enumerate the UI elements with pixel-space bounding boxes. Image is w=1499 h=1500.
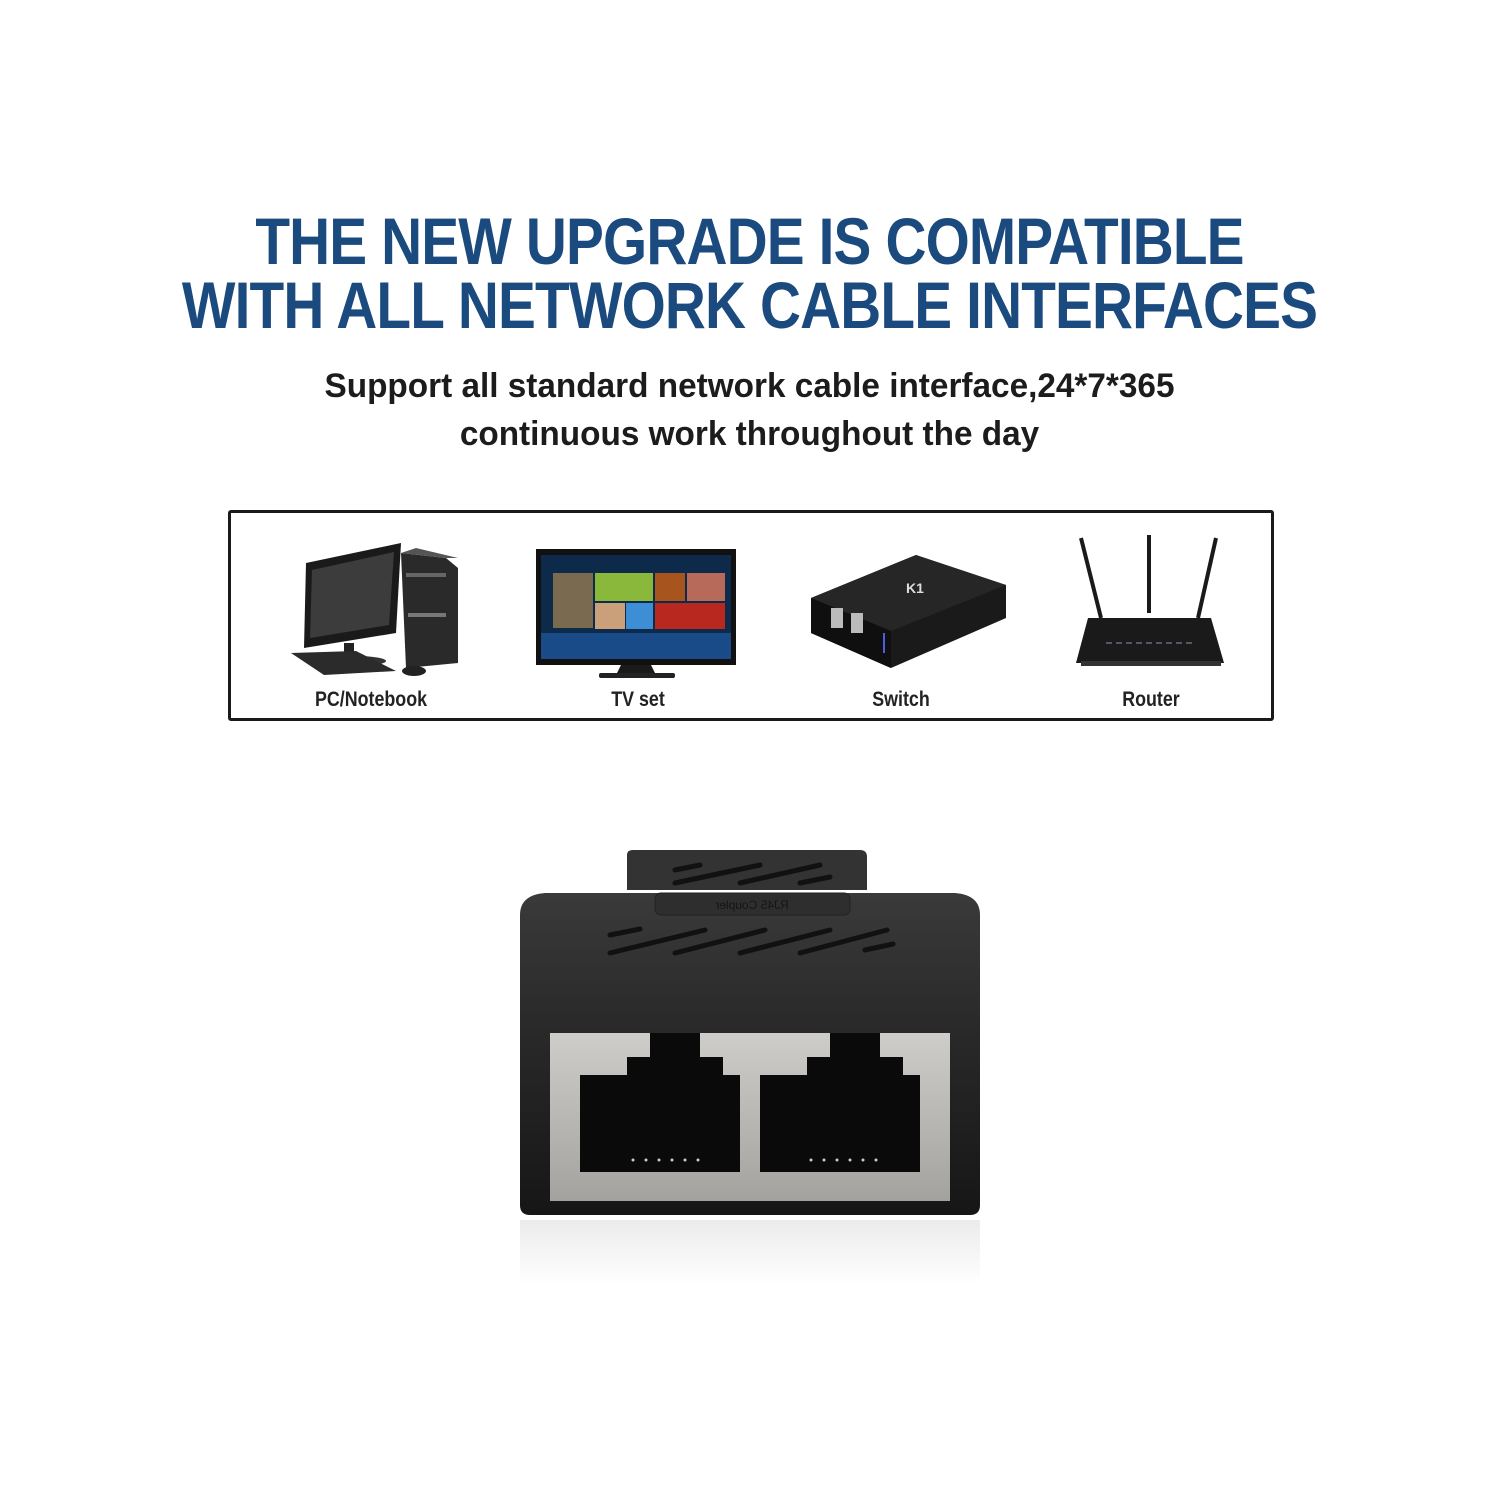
rj45-coupler-icon: RJ45 Coupler <box>520 850 980 1285</box>
device-label: Router <box>1122 688 1180 711</box>
television-icon <box>536 549 736 678</box>
device-tv: TV set <box>513 513 763 718</box>
device-label: Switch <box>872 688 930 711</box>
device-pc: PC/Notebook <box>246 513 496 718</box>
subtitle-line-1: Support all standard network cable inter… <box>324 367 1175 405</box>
headline-line-1: THE NEW UPGRADE IS COMPATIBLE <box>255 204 1244 278</box>
svg-text:K1: K1 <box>906 580 924 596</box>
desktop-computer-icon <box>291 543 458 676</box>
rj45-coupler-product-image: RJ45 Coupler <box>515 845 985 1295</box>
device-switch: K1 Switch <box>776 513 1026 718</box>
device-label: PC/Notebook <box>314 688 428 711</box>
wifi-router-icon <box>1076 535 1224 666</box>
device-router: Router <box>1026 513 1276 718</box>
subtitle-line-2: continuous work throughout the day <box>459 415 1040 453</box>
headline-line-2: WITH ALL NETWORK CABLE INTERFACES <box>181 268 1318 342</box>
device-label: TV set <box>611 688 665 711</box>
compatible-devices-panel: PC/Notebook TV set K1 <box>228 510 1274 721</box>
network-box-icon: K1 <box>811 555 1006 668</box>
svg-text:RJ45 Coupler: RJ45 Coupler <box>715 898 788 912</box>
